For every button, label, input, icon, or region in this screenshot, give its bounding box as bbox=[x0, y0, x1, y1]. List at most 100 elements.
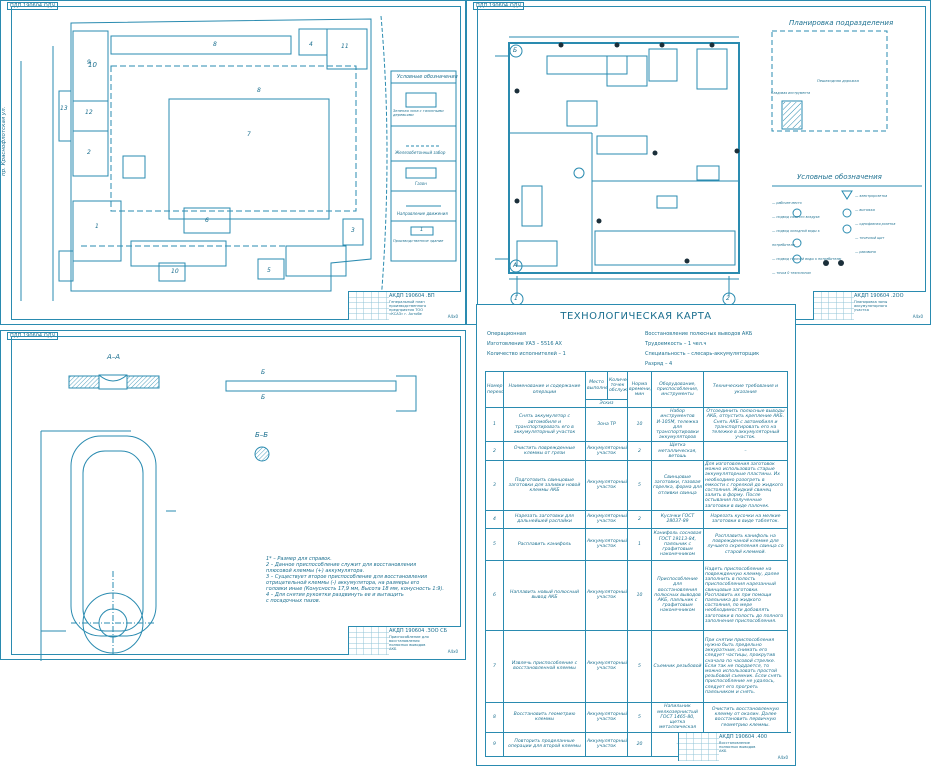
cell-norm: 10 bbox=[627, 407, 652, 443]
title-block-grid bbox=[814, 292, 854, 320]
layout-legend-right-item: — вытяжка bbox=[855, 208, 875, 212]
cell-place: Аккумуляторный участок bbox=[585, 509, 628, 529]
plan-legend-item-direction: Направление движения bbox=[397, 211, 448, 216]
title-block-format: А4х0 bbox=[447, 649, 458, 654]
plan-label-3: 3 bbox=[351, 227, 355, 234]
col-header-sketch: Эскиз bbox=[585, 398, 628, 409]
cell-tools: Канифоль сосновая ГОСТ 19113-84, паяльни… bbox=[651, 527, 704, 561]
plan-label-8a: 8 bbox=[213, 41, 217, 48]
layout-legend-left-item: — подвод сжатого воздуха bbox=[772, 215, 820, 219]
plan-legend-item-lawn: Газон bbox=[415, 181, 427, 186]
plan-label-5: 5 bbox=[267, 267, 271, 274]
cell-op: Извлечь приспособление с восстановленной… bbox=[503, 629, 586, 703]
layout-legend-right: — электророзетка — вытяжка — однофазная … bbox=[855, 189, 925, 259]
col-header-place: Место выполнения bbox=[585, 371, 608, 400]
layout-legend-left-item: — рабочее место bbox=[772, 201, 802, 205]
plan-legend-number: 1 bbox=[420, 227, 424, 233]
cell-op: Снять аккумулятор с автомобиля и транспо… bbox=[503, 407, 586, 443]
cut-label-top: Б bbox=[261, 369, 266, 376]
plan-label-2: 2 bbox=[87, 149, 91, 156]
cell-norm: 10 bbox=[627, 559, 652, 631]
axis-label-1: 1 bbox=[514, 295, 518, 302]
cell-num: 1 bbox=[485, 407, 504, 443]
layout-legend-left-item: — подвод горячей воды к потребителю bbox=[772, 257, 842, 261]
title-block-name: Планировка зоны аккумуляторного участка bbox=[854, 300, 888, 312]
plan-label-11: 11 bbox=[341, 43, 349, 50]
col-header-count: Количество точек обслуживания bbox=[607, 371, 628, 400]
title-block-code: АКДП 190604 .400 bbox=[719, 734, 768, 740]
cell-norm: 5 bbox=[627, 701, 652, 733]
title-block-format: А4х0 bbox=[777, 755, 788, 760]
title-block-format: А4х0 bbox=[912, 314, 923, 319]
col-header-norm: Норма времени, мин bbox=[627, 370, 652, 409]
cell-place: Аккумуляторный участок bbox=[585, 701, 628, 733]
table-row: 7 Извлечь приспособление с восстановленн… bbox=[485, 629, 788, 703]
layout-legend-right-item: — однофазная розетка bbox=[855, 222, 896, 226]
plan-label-10: 10 bbox=[171, 268, 179, 275]
plan-label-13: 13 bbox=[60, 105, 68, 112]
cell-num: 3 bbox=[485, 460, 504, 511]
cell-place: Аккумуляторный участок bbox=[585, 559, 628, 631]
layout-legend-right-item: — электророзетка bbox=[855, 194, 888, 198]
axis-label-2: 2 bbox=[726, 295, 730, 302]
tech-meta-right-2: Специальность – слесарь-аккумуляторщик bbox=[645, 351, 760, 357]
title-block-format: А4х0 bbox=[447, 314, 458, 319]
col-header-tools: Оборудование, приспособления, инструмент… bbox=[651, 370, 704, 409]
title-block-name: Приспособление для восстановления полюсн… bbox=[389, 635, 429, 651]
cell-num: 6 bbox=[485, 559, 504, 631]
tech-meta-left-0: Операционная bbox=[487, 331, 526, 337]
plan-legend-item-building: Производственное здание bbox=[393, 239, 444, 243]
tech-card-table: Номер перехода Наименование и содержание… bbox=[485, 370, 788, 757]
cell-place: Аккумуляторный участок bbox=[585, 527, 628, 561]
plan-label-12: 12 bbox=[85, 109, 93, 116]
title-block-code: АКДП 190604 .ЗОО СБ bbox=[389, 628, 448, 634]
title-block-grid bbox=[679, 733, 719, 761]
tech-meta-left-1: Изготовление УАЗ – 5516 АХ bbox=[487, 341, 562, 347]
table-row: 4 Нарезать заготовки для дальнейшей расп… bbox=[485, 509, 788, 529]
cell-num: 7 bbox=[485, 629, 504, 703]
cell-op: Нарезать заготовки для дальнейшей распай… bbox=[503, 509, 586, 529]
note-line: 3 – Существует второе приспособление для… bbox=[266, 574, 427, 580]
cell-tools: Напильник мелкозернистый ГОСТ 1465-80, щ… bbox=[651, 701, 704, 733]
plan-label-4: 4 bbox=[309, 41, 313, 48]
tech-meta-right-3: Разряд – 4 bbox=[645, 361, 673, 367]
cell-num: 2 bbox=[485, 441, 504, 462]
axis-label-b: Б bbox=[513, 47, 518, 54]
layout-legend-right-item: — раковина bbox=[855, 250, 876, 254]
table-row: 8 Восстановить геометрию клеммы Аккумуля… bbox=[485, 701, 788, 733]
cell-norm: 1 bbox=[627, 527, 652, 561]
title-block-code: АКДП 190604 .ВП bbox=[389, 293, 435, 299]
cell-place: Аккумуляторный участок bbox=[585, 441, 628, 462]
cell-place: Аккумуляторный участок bbox=[585, 460, 628, 511]
layout-room-label: Кладовая инструмента bbox=[771, 91, 811, 95]
tech-meta-right-0: Восстановление полюсных выводов АКБ bbox=[645, 331, 753, 337]
note-line: 4 – Для снятия рукоятки раздвинуть ее и … bbox=[266, 592, 404, 598]
col-header-num: Номер перехода bbox=[485, 370, 504, 409]
cell-place: Аккумуляторный участок bbox=[585, 731, 628, 757]
cell-req: Отсоединить полюсные выводы АКБ, отпусти… bbox=[703, 407, 788, 443]
plan-legend-item-fence: Железобетонный забор bbox=[395, 150, 446, 155]
layout-legend-left-item: — точка 0 технологии bbox=[772, 271, 811, 275]
layout-plan-title: Планировка подразделения bbox=[789, 19, 894, 27]
road-label: пр. Краснофлотская ул. bbox=[1, 106, 7, 176]
sheet-device-drawing: ПДП 190604 ОДЧ А–А Б–Б Б Б 1* – Размер д… bbox=[0, 330, 466, 661]
title-block: АКДП 190604 .400 Восстановление полюсных… bbox=[678, 732, 791, 761]
tech-meta-right-1: Трудоемкость – 1 чел.ч bbox=[645, 341, 707, 347]
cell-tools: Приспособление для восстановления полюсн… bbox=[651, 559, 704, 631]
title-block-code: АКДП 190604 .2ОО bbox=[854, 293, 904, 299]
cell-op: Восстановить геометрию клеммы bbox=[503, 701, 586, 733]
cell-tools: Свинцовые заготовки, газовая горелка, фо… bbox=[651, 460, 704, 511]
cell-num: 9 bbox=[485, 731, 504, 757]
table-header-row: Номер перехода Наименование и содержание… bbox=[485, 370, 788, 409]
title-block: АКДП 190604 .ВП Генеральный план произво… bbox=[348, 291, 461, 320]
cell-op: Наплавить новый полюсный вывод АКБ bbox=[503, 559, 586, 631]
layout-legend-right-item: — точечный щит bbox=[855, 236, 885, 240]
cell-op: Очистить поврежденные клеммы от грязи bbox=[503, 441, 586, 462]
title-block: АКДП 190604 .ЗОО СБ Приспособление для в… bbox=[348, 626, 461, 655]
title-block-grid bbox=[349, 292, 389, 320]
cell-tools: Щетка металлическая, ветошь bbox=[651, 441, 704, 462]
table-row: 3 Подготовить свинцовые заготовки для за… bbox=[485, 460, 788, 511]
cell-norm: 20 bbox=[627, 731, 652, 757]
table-row: 6 Наплавить новый полюсный вывод АКБ Акк… bbox=[485, 559, 788, 631]
cell-tools: Кусачки ГОСТ 28037-89 bbox=[651, 509, 704, 529]
